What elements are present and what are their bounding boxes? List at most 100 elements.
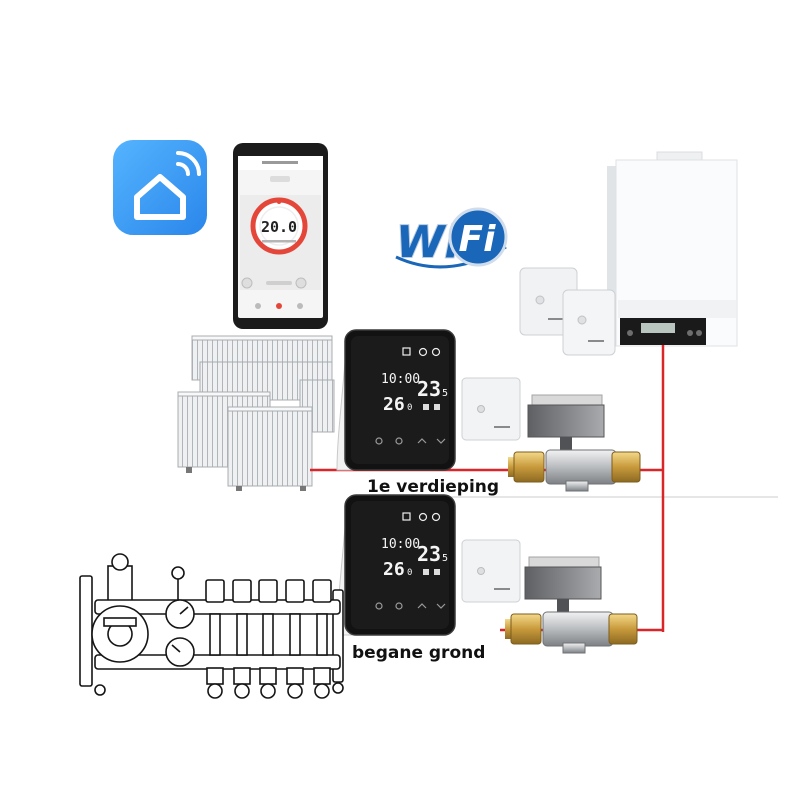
wifi-arc-small-icon — [176, 162, 190, 176]
actuator-body — [524, 566, 602, 600]
wifi-logo: Wi Fi — [395, 207, 508, 269]
receiver-led-icon — [477, 405, 485, 413]
circuit-fitting — [286, 667, 304, 685]
underfloor-heating-manifold — [79, 553, 344, 699]
phone-set-temperature: 20.0 — [261, 218, 297, 236]
thermostat-set-temp-decimal: 5 — [442, 553, 448, 564]
circuit-fitting — [259, 667, 277, 685]
radiator — [227, 409, 313, 487]
floor-label-1e-verdieping: 1e verdieping — [367, 477, 499, 497]
circuit-valve-cap — [232, 579, 252, 603]
boiler-button-icon — [627, 330, 633, 336]
circuit-outlet — [207, 683, 223, 699]
circuit-outlet — [314, 683, 330, 699]
valve-branch — [565, 480, 589, 492]
receiver-begane-grond — [461, 539, 521, 603]
valve-nut-right — [608, 613, 638, 645]
wifi-logo-circle — [448, 207, 508, 267]
receiver-led-icon — [535, 295, 545, 305]
pump-label-plate — [103, 617, 137, 627]
thermostat-time: 10:00 — [381, 372, 420, 387]
receiver-marking — [588, 340, 604, 342]
minus-button-icon — [241, 277, 253, 289]
mode-chip — [270, 176, 290, 182]
circuit-valve-cap — [205, 579, 225, 603]
power-key-icon — [375, 602, 383, 610]
air-vent — [171, 566, 185, 580]
thermostat-screen — [351, 336, 449, 464]
fan-icon — [434, 569, 440, 575]
thermostat-room-temp-decimal: 0 — [407, 403, 412, 413]
heating-icon — [418, 512, 428, 522]
nav-dot-icon — [297, 303, 303, 309]
thermostat-room-temp: 26 — [383, 559, 405, 580]
heating-icon — [418, 347, 428, 357]
manifold-circuit — [258, 579, 278, 699]
radiator-foot — [236, 486, 242, 491]
circuit-connector — [236, 613, 248, 656]
schedule-icon — [402, 512, 411, 521]
thermostat-room-temp-decimal: 0 — [407, 568, 412, 578]
boiler-button-icon — [687, 330, 693, 336]
manifold-circuit — [312, 579, 332, 699]
temperature-dial-inner — [259, 206, 299, 246]
circuit-outlet — [287, 683, 303, 699]
circuit-outlet — [234, 683, 250, 699]
boiler-lower-panel — [618, 300, 736, 318]
radiators — [177, 335, 335, 491]
valve-pipe-left — [508, 457, 518, 477]
wifi-logo-text-right: Fi — [459, 219, 497, 260]
dial-caption-bar — [262, 240, 296, 243]
gauge-needle — [179, 606, 189, 615]
pump-inlet-pipe — [107, 565, 133, 603]
actuator-stem — [560, 437, 572, 451]
thermostat-set-temp: 23 — [417, 377, 441, 401]
circuit-fitting — [233, 667, 251, 685]
receiver-housing — [461, 539, 521, 603]
actuator-stem — [557, 599, 569, 613]
nav-dot-icon — [255, 303, 261, 309]
circuit-connector — [262, 613, 274, 656]
radiator-foot — [186, 467, 192, 473]
receiver-led-icon — [477, 567, 485, 575]
schedule-icon — [402, 347, 411, 356]
circuit-valve-cap — [312, 579, 332, 603]
zone-valve-1e-verdieping — [508, 394, 641, 492]
wifi-status-icon — [431, 347, 441, 357]
circuit-connector — [209, 613, 221, 656]
gauge-needle — [171, 644, 181, 653]
zone-valve-begane-grond — [505, 556, 638, 654]
valve-body — [545, 449, 617, 485]
actuator-body — [527, 404, 605, 438]
thermostat-room-temp: 26 — [383, 394, 405, 415]
valve-body — [542, 611, 614, 647]
radiator-foot — [300, 486, 306, 491]
down-key-icon — [436, 438, 446, 444]
receiver-1e-verdieping — [461, 377, 521, 441]
app-header-title-bar — [262, 161, 298, 164]
thermostat-set-temp-decimal: 5 — [442, 388, 448, 399]
lock-icon — [423, 404, 429, 410]
boiler-receiver-2 — [562, 289, 616, 356]
mode-key-icon — [395, 602, 403, 610]
dial-marker — [277, 200, 281, 204]
receiver-housing — [461, 377, 521, 441]
boiler-lcd-display — [641, 323, 675, 333]
radiator-cap — [177, 391, 271, 397]
pump-valve-knob — [111, 553, 129, 571]
circuit-fitting — [206, 667, 224, 685]
smartphone: 20.0 — [233, 143, 328, 329]
manifold-bracket-left — [79, 575, 93, 687]
wifi-arc-large-icon — [176, 151, 201, 176]
house-icon — [134, 174, 186, 220]
manifold-circuit — [205, 579, 225, 699]
receiver-marking — [494, 588, 510, 590]
circuit-valve-cap — [258, 579, 278, 603]
boiler-button-icon — [696, 330, 702, 336]
thermostat-set-temp: 23 — [417, 542, 441, 566]
manifold-mount-screw — [332, 682, 344, 694]
manifold-circuit — [285, 579, 305, 699]
floor-label-begane-grond: begane grond — [352, 643, 485, 663]
manifold-circuit — [232, 579, 252, 699]
